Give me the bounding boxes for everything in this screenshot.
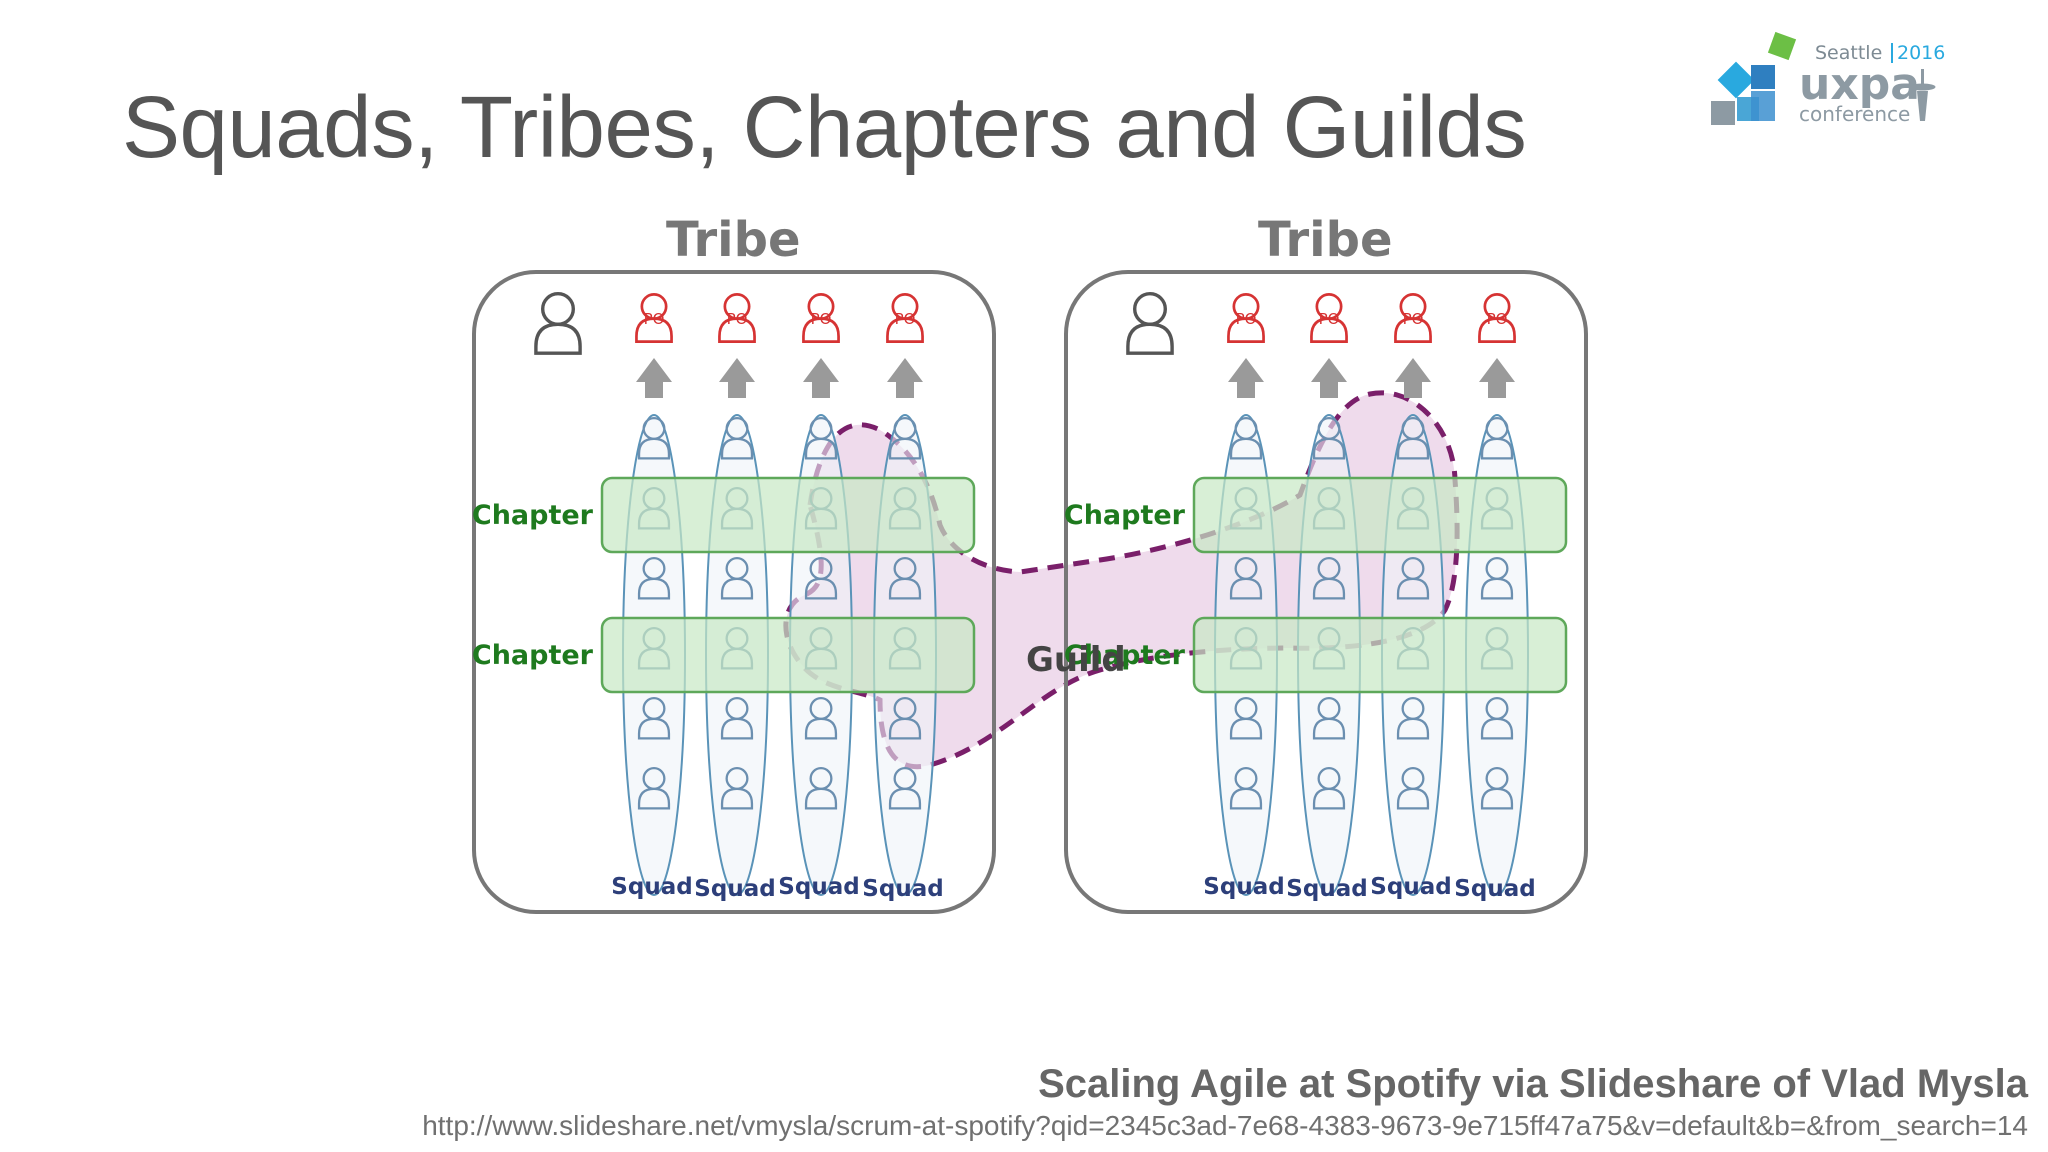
- po-label: PO: [1319, 310, 1340, 328]
- po-label: PO: [811, 310, 832, 328]
- product-owner: PO: [802, 293, 840, 343]
- po-label: PO: [1236, 310, 1257, 328]
- po-label: PO: [1487, 310, 1508, 328]
- product-owner: PO: [1310, 293, 1348, 343]
- slide-title: Squads, Tribes, Chapters and Guilds: [122, 79, 1527, 176]
- tribe-frame: [1064, 270, 1588, 914]
- uxpa-logo: Seattle 2016 uxpa conference: [1711, 31, 1945, 126]
- arrow-up-icon: [887, 358, 923, 398]
- chapter: Chapter: [472, 476, 976, 554]
- tribe-label: Tribe: [666, 212, 801, 268]
- squad-label: Squad: [1454, 876, 1535, 902]
- caption-url[interactable]: http://www.slideshare.net/vmysla/scrum-a…: [422, 1110, 2028, 1141]
- logo-city: Seattle: [1815, 42, 1882, 64]
- chapter: Chapter: [1064, 616, 1568, 694]
- po-label: PO: [644, 310, 665, 328]
- product-owner: PO: [1478, 293, 1516, 343]
- chapter-label: Chapter: [1064, 500, 1186, 531]
- logo-year: 2016: [1897, 42, 1945, 64]
- arrow-up-icon: [1228, 358, 1264, 398]
- space-needle-icon: [1909, 69, 1936, 121]
- arrow-up-icon: [719, 358, 755, 398]
- arrow-up-icon: [803, 358, 839, 398]
- logo-brand: uxpa: [1799, 59, 1920, 110]
- chapter-label: Chapter: [472, 500, 594, 531]
- chapter: Chapter: [472, 616, 976, 694]
- chapter-label: Chapter: [1064, 640, 1186, 671]
- tribe-lead-icon: [534, 292, 582, 355]
- chapter-label: Chapter: [472, 640, 594, 671]
- tribe-label: Tribe: [1258, 212, 1393, 268]
- squad-label: Squad: [862, 876, 943, 902]
- arrow-up-icon: [636, 358, 672, 398]
- caption-title: Scaling Agile at Spotify via Slideshare …: [1038, 1062, 2028, 1106]
- tribe-lead-icon: [1126, 292, 1174, 355]
- po-label: PO: [1403, 310, 1424, 328]
- guild-label: Guild: [1026, 640, 1126, 680]
- squad-label: Squad: [778, 874, 859, 900]
- logo-subtitle: conference: [1799, 102, 1910, 126]
- squad-label: Squad: [1286, 876, 1367, 902]
- product-owner: PO: [718, 293, 756, 343]
- po-label: PO: [727, 310, 748, 328]
- product-owner: PO: [886, 293, 924, 343]
- tribe-frame: [472, 270, 996, 914]
- squad-label: Squad: [1203, 874, 1284, 900]
- logo-mark-icon: [1711, 31, 1797, 125]
- po-label: PO: [895, 310, 916, 328]
- product-owner: PO: [635, 293, 673, 343]
- arrow-up-icon: [1479, 358, 1515, 398]
- product-owner: PO: [1394, 293, 1432, 343]
- squad-label: Squad: [694, 876, 775, 902]
- squad-label: Squad: [611, 874, 692, 900]
- chapter: Chapter: [1064, 476, 1568, 554]
- product-owner: PO: [1227, 293, 1265, 343]
- arrow-up-icon: [1311, 358, 1347, 398]
- arrow-up-icon: [1395, 358, 1431, 398]
- squad-label: Squad: [1370, 874, 1451, 900]
